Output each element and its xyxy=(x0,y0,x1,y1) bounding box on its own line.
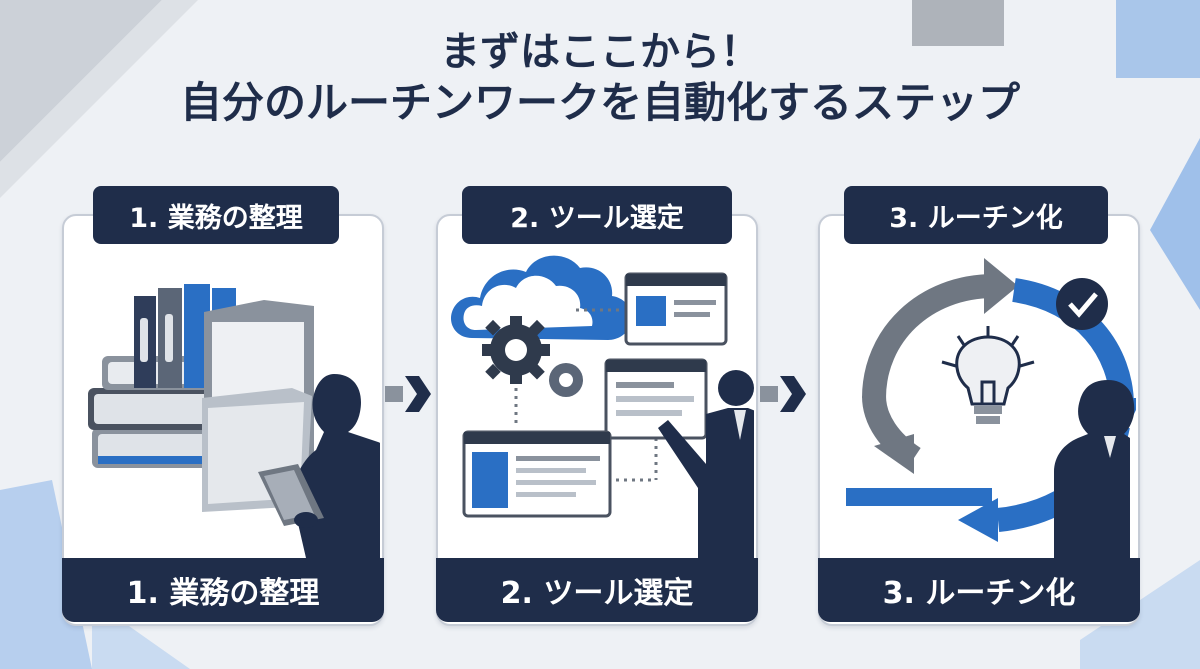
cycle-lightbulb-woman-illustration xyxy=(846,258,1136,558)
step-1-bottom-label: 1. 業務の整理 xyxy=(62,558,384,622)
step-1-top-label: 1. 業務の整理 xyxy=(93,186,339,244)
cloud-gears-windows-man-illustration xyxy=(450,255,754,558)
step-3-bottom-label: 3. ルーチン化 xyxy=(818,558,1140,622)
title-line-1: まずはここから！ xyxy=(440,29,760,75)
chevron-right-icon xyxy=(385,376,431,412)
step-2-top-label: 2. ツール選定 xyxy=(462,186,732,244)
step-3-top-label: 3. ルーチン化 xyxy=(844,186,1108,244)
step-2-bottom-label: 2. ツール選定 xyxy=(436,558,758,622)
page-title: まずはここから！ 自分のルーチンワークを自動化するステップ xyxy=(0,28,1200,128)
title-line-2: 自分のルーチンワークを自動化するステップ xyxy=(179,77,1020,127)
binders-folders-woman-illustration xyxy=(88,284,380,558)
chevron-right-icon xyxy=(760,376,806,412)
